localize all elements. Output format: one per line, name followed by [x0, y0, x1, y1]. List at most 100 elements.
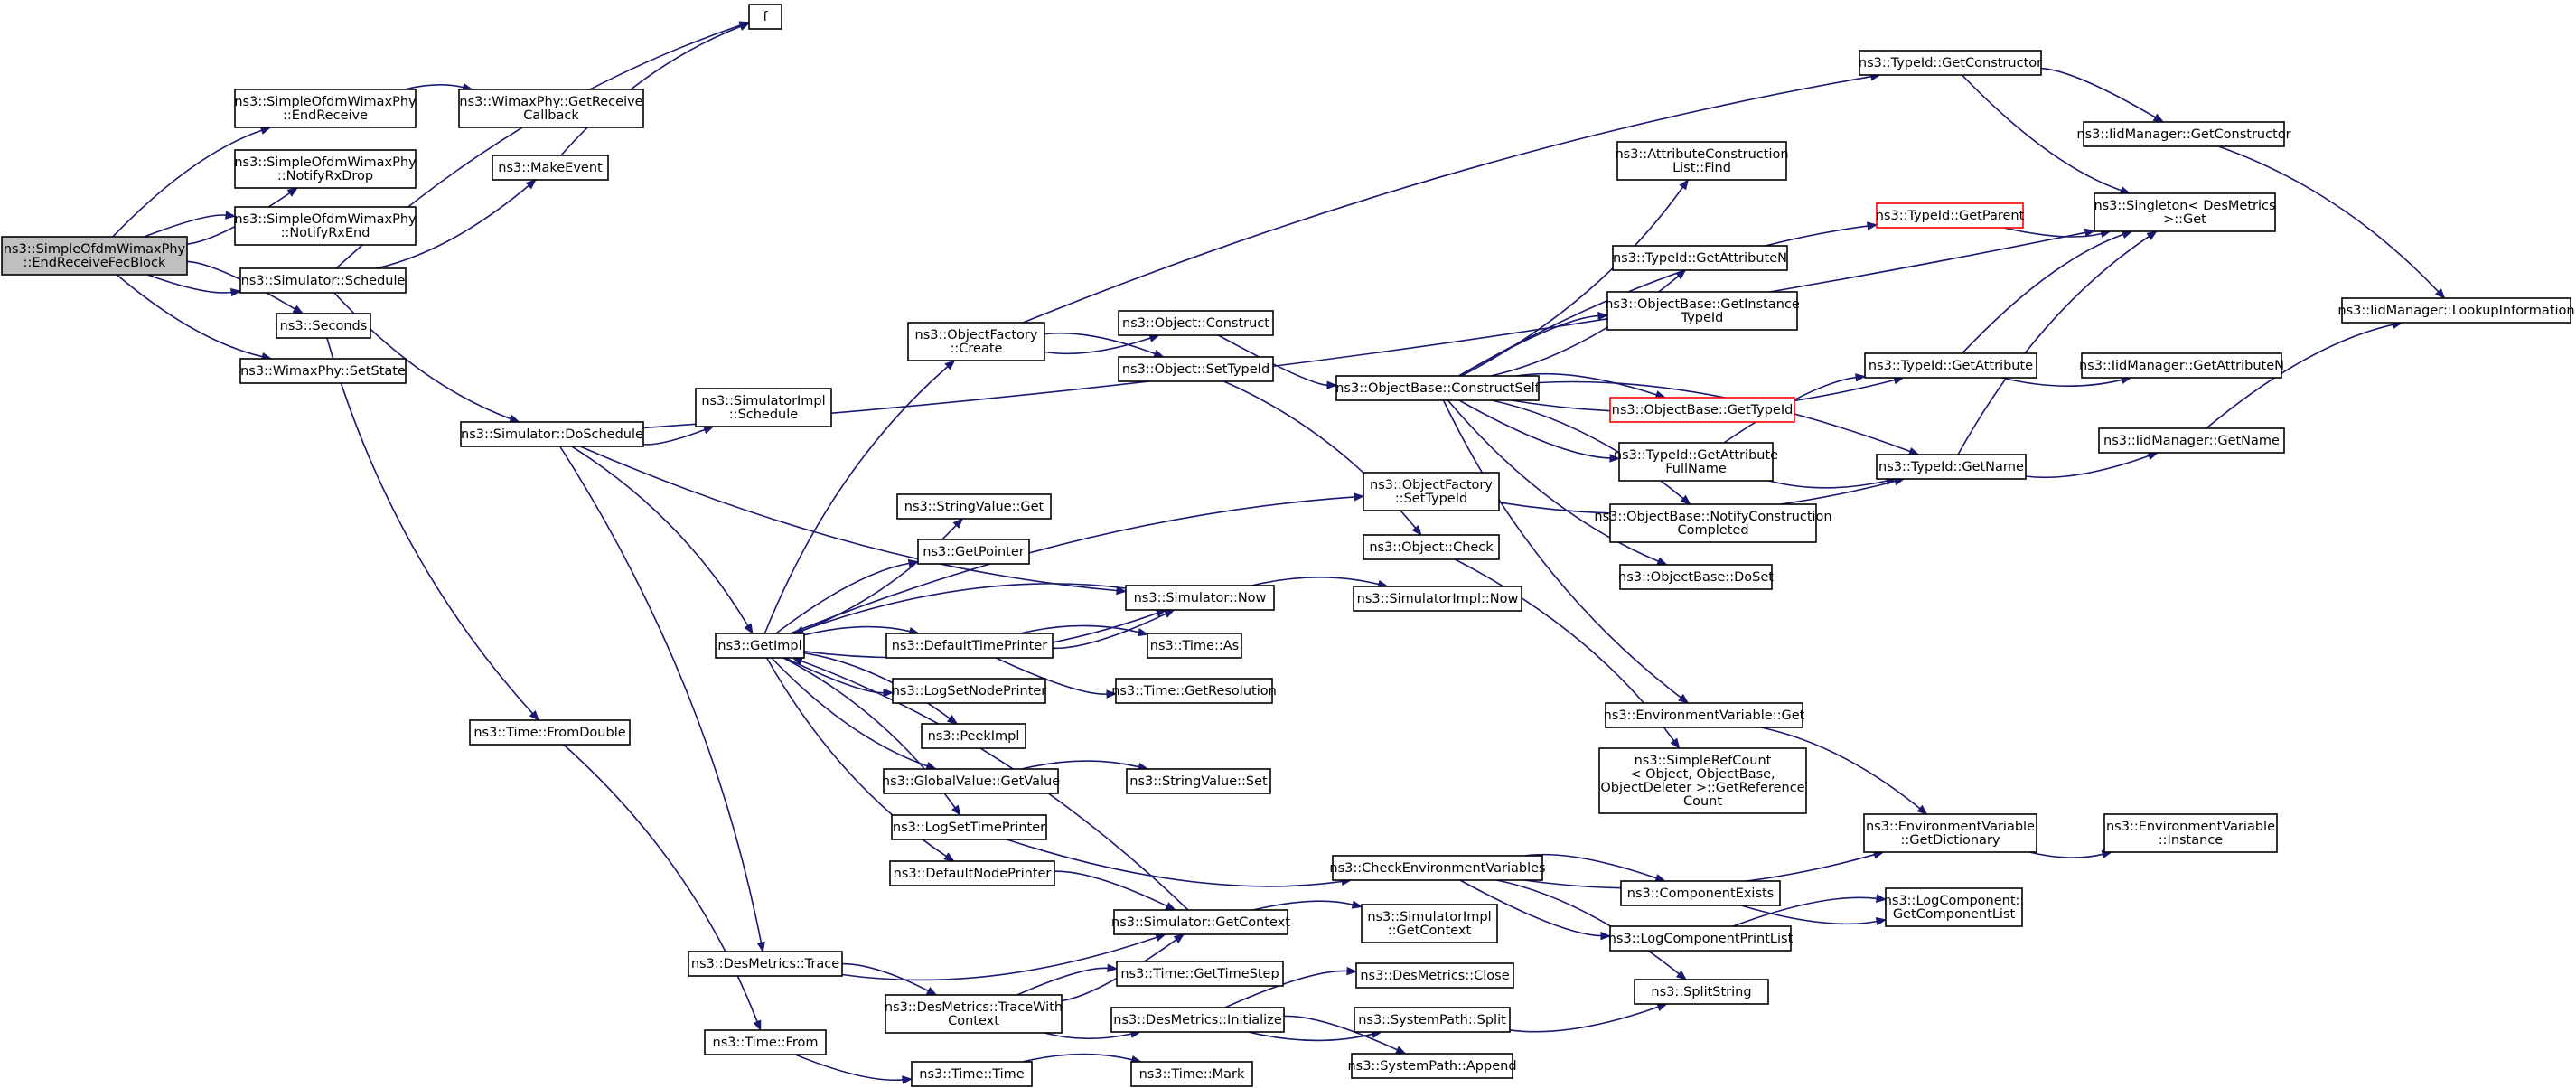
node-objCheck[interactable]: ns3::Object::Check	[1363, 534, 1500, 560]
node-schedule[interactable]: ns3::Simulator::Schedule	[239, 267, 407, 294]
node-setState[interactable]: ns3::WimaxPhy::SetState	[239, 358, 407, 384]
node-splitString[interactable]: ns3::SplitString	[1634, 979, 1769, 1005]
node-simImplNow[interactable]: ns3::SimulatorImpl::Now	[1353, 586, 1522, 612]
edge-objSetTypeId-to-objCheck	[1223, 380, 1422, 537]
node-desTrace[interactable]: ns3::DesMetrics::Trace	[688, 951, 843, 977]
node-tidGetAttrN[interactable]: ns3::TypeId::GetAttributeN	[1612, 245, 1788, 271]
edge-line	[1021, 760, 1139, 770]
arrowhead-icon	[1173, 933, 1185, 943]
node-gvGetValue[interactable]: ns3::GlobalValue::GetValue	[882, 768, 1060, 794]
node-makeEvent[interactable]: ns3::MakeEvent	[492, 155, 609, 181]
node-obNotifyCC[interactable]: ns3::ObjectBase::NotifyConstructionCompl…	[1594, 503, 1832, 543]
node-envVarGet[interactable]: ns3::EnvironmentVariable::Get	[1604, 702, 1805, 728]
node-desClose[interactable]: ns3::DesMetrics::Close	[1355, 962, 1514, 989]
node-box	[1147, 633, 1242, 659]
node-label: Callback	[523, 108, 579, 123]
edge-line	[1962, 233, 2124, 354]
node-simImplGetContext[interactable]: ns3::SimulatorImpl::GetContext	[1361, 904, 1498, 943]
node-getPointer[interactable]: ns3::GetPointer	[917, 539, 1030, 565]
node-envVarGetDict[interactable]: ns3::EnvironmentVariable::GetDictionary	[1863, 813, 2037, 853]
node-timeMark[interactable]: ns3::Time::Mark	[1130, 1061, 1253, 1087]
node-box	[1351, 1053, 1513, 1079]
node-objConstruct[interactable]: ns3::Object::Construct	[1118, 310, 1274, 336]
node-timeFrom[interactable]: ns3::Time::From	[704, 1029, 827, 1055]
edge-line	[1458, 314, 1599, 377]
node-singletonGet[interactable]: ns3::Singleton< DesMetrics>::Get	[2094, 192, 2276, 232]
node-logSetNodePrinter[interactable]: ns3::LogSetNodePrinter	[892, 678, 1047, 704]
edge-line	[116, 274, 263, 358]
node-checkEnvVars[interactable]: ns3::CheckEnvironmentVariables	[1329, 855, 1546, 881]
node-timeGetRes[interactable]: ns3::Time::GetResolution	[1111, 678, 1277, 704]
node-seconds[interactable]: ns3::Seconds	[276, 313, 371, 339]
node-iidGetName[interactable]: ns3::IidManager::GetName	[2098, 427, 2285, 454]
edge-getImpl-to-peekImpl	[803, 652, 959, 725]
node-svGet[interactable]: ns3::StringValue::Get	[896, 493, 1052, 520]
node-endReceive[interactable]: ns3::SimpleOfdmWimaxPhy::EndReceive	[234, 89, 417, 128]
node-label: ns3::TypeId::GetName	[1878, 460, 2024, 474]
node-obGetTypeId[interactable]: ns3::ObjectBase::GetTypeId	[1609, 397, 1795, 423]
node-tidGetCtor[interactable]: ns3::TypeId::GetConstructor	[1859, 50, 2042, 76]
node-label: ns3::WimaxPhy::SetState	[240, 364, 406, 379]
node-simImplSchedule[interactable]: ns3::SimulatorImpl::Schedule	[695, 388, 832, 427]
node-logCompPrintList[interactable]: ns3::LogComponentPrintList	[1608, 925, 1794, 952]
node-label: ns3::DesMetrics::Initialize	[1113, 1013, 1282, 1027]
node-box	[1353, 586, 1522, 612]
node-logCompGetList[interactable]: ns3::LogComponent::GetComponentList	[1884, 887, 2025, 927]
node-defNodePrinter[interactable]: ns3::DefaultNodePrinter	[889, 860, 1055, 886]
node-doSchedule[interactable]: ns3::Simulator::DoSchedule	[460, 421, 644, 447]
arrowhead-icon	[702, 426, 715, 435]
node-desInitialize[interactable]: ns3::DesMetrics::Initialize	[1110, 1007, 1285, 1033]
node-notifyRxEnd[interactable]: ns3::SimpleOfdmWimaxPhy::NotifyRxEnd	[234, 206, 417, 246]
arrowhead-icon	[1670, 737, 1681, 750]
node-fromDouble[interactable]: ns3::Time::FromDouble	[469, 719, 631, 746]
node-objBaseConstructSelf[interactable]: ns3::ObjectBase::ConstructSelf	[1335, 375, 1541, 401]
node-logSetTimePrinter[interactable]: ns3::LogSetTimePrinter	[891, 814, 1047, 840]
node-simNow[interactable]: ns3::Simulator::Now	[1125, 585, 1275, 611]
node-timeAs[interactable]: ns3::Time::As	[1147, 633, 1242, 659]
node-peekImpl[interactable]: ns3::PeekImpl	[921, 723, 1026, 749]
node-defTimePrinter[interactable]: ns3::DefaultTimePrinter	[885, 633, 1054, 659]
node-tidGetAttr[interactable]: ns3::TypeId::GetAttribute	[1864, 352, 2037, 379]
node-box	[2081, 352, 2282, 379]
node-simGetContext[interactable]: ns3::Simulator::GetContext	[1111, 909, 1290, 935]
node-label: ns3::GetImpl	[717, 639, 801, 653]
node-srcGetRef[interactable]: ns3::SimpleRefCount< Object, ObjectBase,…	[1598, 747, 1807, 814]
node-tidGetParent[interactable]: ns3::TypeId::GetParent	[1876, 202, 2025, 229]
edge-line	[801, 583, 1127, 632]
edge-line	[1224, 970, 1348, 1008]
node-iidGetCtor[interactable]: ns3::IidManager::GetConstructor	[2076, 121, 2291, 147]
edge-objBaseConstructSelf-to-tidGetParent	[1458, 221, 1878, 377]
node-box	[239, 267, 407, 294]
edge-doSchedule-to-simImplSchedule	[642, 426, 715, 446]
node-notifyRxDrop[interactable]: ns3::SimpleOfdmWimaxPhy::NotifyRxDrop	[234, 149, 417, 189]
node-compExists[interactable]: ns3::ComponentExists	[1620, 880, 1781, 906]
node-tidGetName[interactable]: ns3::TypeId::GetName	[1876, 454, 2027, 480]
node-ofCreate[interactable]: ns3::ObjectFactory::Create	[907, 322, 1045, 361]
node-iidLookup[interactable]: ns3::IidManager::LookupInformation	[2337, 297, 2575, 324]
node-iidGetAttrN[interactable]: ns3::IidManager::GetAttributeN	[2079, 352, 2284, 379]
node-label: ns3::SimulatorImpl	[1367, 910, 1491, 924]
node-spSplit[interactable]: ns3::SystemPath::Split	[1354, 1007, 1511, 1033]
node-spAppend[interactable]: ns3::SystemPath::Append	[1347, 1053, 1517, 1079]
node-f[interactable]: f	[748, 4, 782, 30]
node-obDoSet[interactable]: ns3::ObjectBase::DoSet	[1618, 564, 1774, 590]
edge-line	[2003, 227, 2102, 238]
node-box	[1864, 352, 2037, 379]
edge-line	[1016, 967, 1109, 996]
node-objSetTypeId[interactable]: ns3::Object::SetTypeId	[1118, 356, 1274, 382]
node-envVarInstance[interactable]: ns3::EnvironmentVariable::Instance	[2103, 813, 2278, 853]
arrowhead-icon	[1678, 693, 1690, 704]
node-timeGetTimeStep[interactable]: ns3::Time::GetTimeStep	[1116, 961, 1284, 987]
node-root[interactable]: ns3::SimpleOfdmWimaxPhy::EndReceiveFecBl…	[1, 236, 188, 276]
node-ofSetTypeId[interactable]: ns3::ObjectFactory::SetTypeId	[1363, 472, 1500, 511]
node-getImpl[interactable]: ns3::GetImpl	[715, 633, 805, 659]
node-svSet[interactable]: ns3::StringValue::Set	[1126, 768, 1271, 794]
node-timeTime[interactable]: ns3::Time::Time	[911, 1061, 1033, 1087]
node-label: ns3::ObjectFactory	[1370, 478, 1493, 492]
